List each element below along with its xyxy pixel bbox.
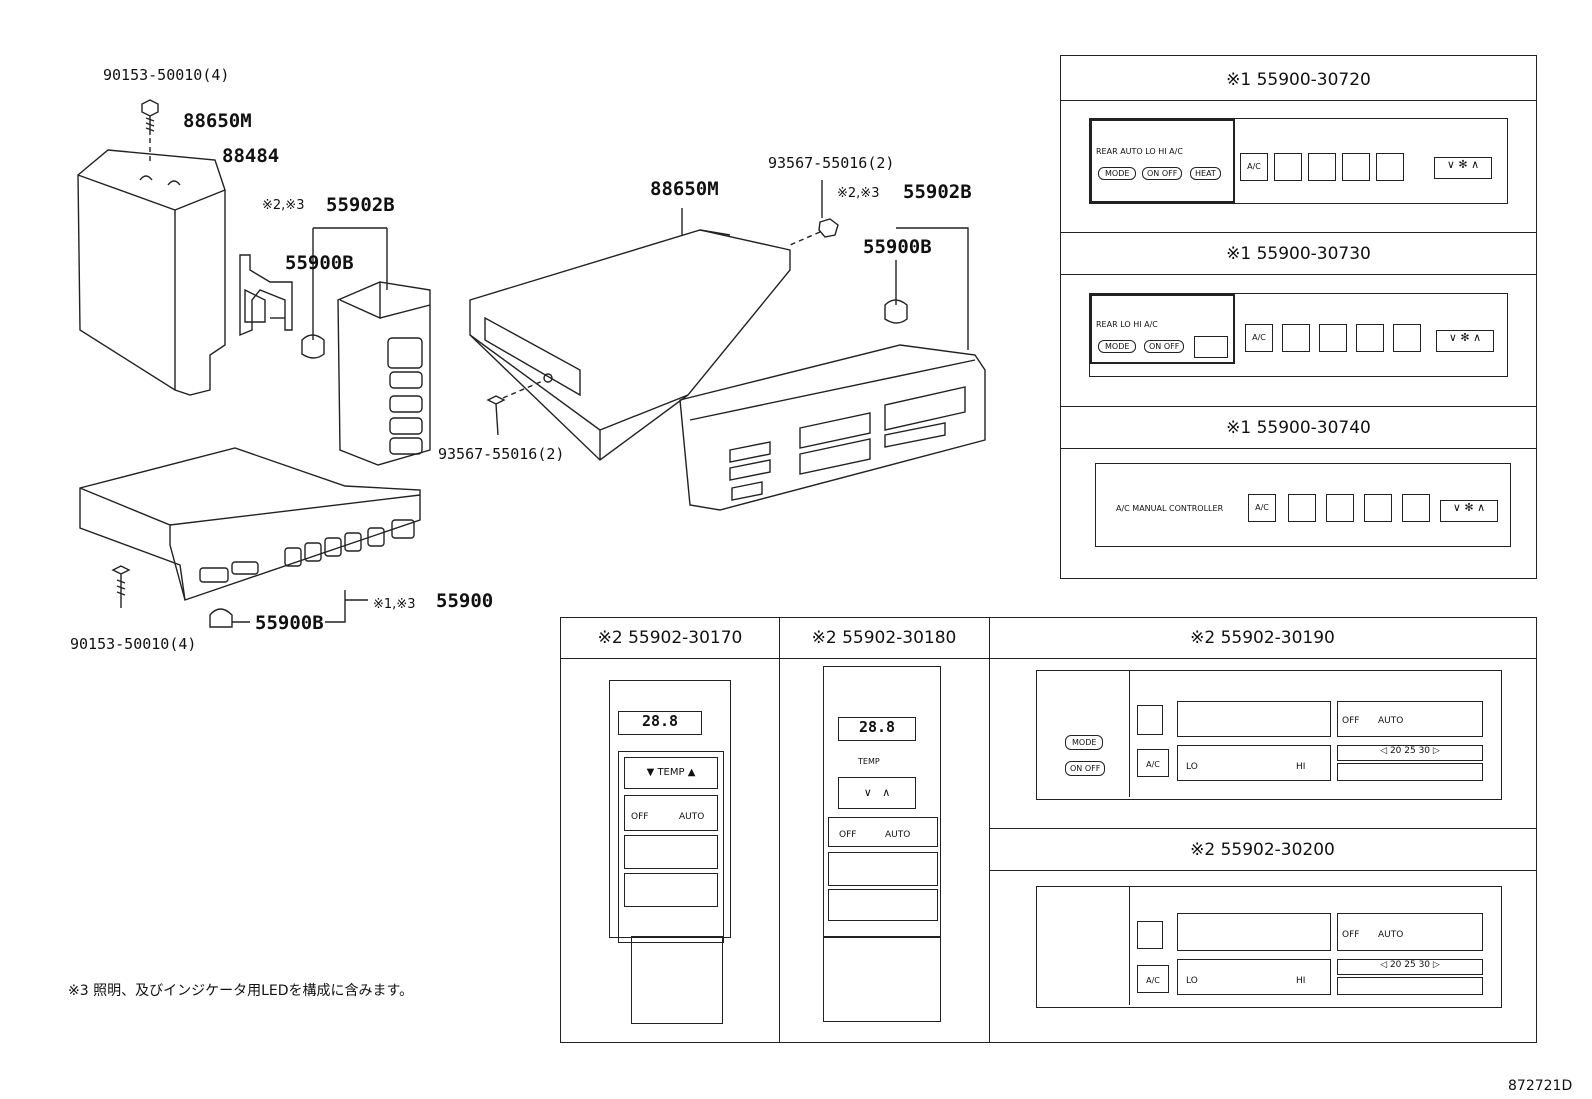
screw-center [486, 379, 546, 436]
callout-55900b-right: 55900B [863, 236, 932, 258]
variant-30720-label: ※1 55900-30720 [1226, 70, 1371, 90]
callout-55902b-right: 55902B [903, 181, 972, 203]
bulb-right [884, 260, 908, 324]
callout-88650m-center: 88650M [650, 178, 719, 200]
panel-30190: MODE ON OFF A/C LO HI OFF AUTO ◁ 20 25 3… [1036, 670, 1502, 800]
bulb-bottom [209, 608, 250, 628]
main-unit-bottom [79, 447, 421, 601]
callout-ref-right: ※2,※3 [837, 186, 880, 201]
screw-top [141, 99, 159, 165]
panel-30170: 28.8 ▼ TEMP ▲ OFF AUTO [609, 680, 731, 943]
callout-55902b-left: 55902B [326, 194, 395, 216]
variant-30180-label: ※2 55902-30180 [811, 628, 957, 648]
callout-screw-mid: 93567-55016(2) [438, 445, 565, 463]
callout-55900: 55900 [436, 590, 494, 612]
screw-right [789, 180, 839, 246]
callout-88484: 88484 [222, 145, 280, 167]
panel-30730: REAR LO HI A/C MODE ON OFF A/C ∨ ✻ ∧ [1089, 293, 1508, 377]
callout-55900b-bottom: 55900B [255, 612, 324, 634]
callout-ref-left: ※2,※3 [262, 198, 305, 213]
bulb-left [301, 310, 325, 359]
callout-88650m-left: 88650M [183, 110, 252, 132]
variant-30170-label: ※2 55902-30170 [597, 628, 743, 648]
bracket-box-left [77, 149, 226, 396]
front-panel-right [679, 344, 986, 511]
panel-30200: A/C LO HI OFF AUTO ◁ 20 25 30 ▷ [1036, 886, 1502, 1008]
variant-30730-label: ※1 55900-30730 [1226, 244, 1371, 264]
variant-30740-label: ※1 55900-30740 [1226, 418, 1371, 438]
vertical-panel-left [337, 281, 431, 466]
panel-30740: A/C MANUAL CONTROLLER A/C ∨ ✻ ∧ [1095, 463, 1511, 547]
variant-30200-label: ※2 55902-30200 [1190, 840, 1335, 860]
variant-table-bottom: ※2 55902-30170 ※2 55902-30180 ※2 55902-3… [560, 617, 1537, 1043]
callout-screw-right: 93567-55016(2) [768, 154, 895, 172]
variant-30190-label: ※2 55902-30190 [1190, 628, 1335, 648]
callout-screw-bottom: 90153-50010(4) [70, 635, 197, 653]
variant-table-right: ※1 55900-30720 ※1 55900-30730 ※1 55900-3… [1060, 55, 1537, 579]
drawing-id: 872721D [1508, 1078, 1573, 1094]
callout-screw-top: 90153-50010(4) [103, 66, 230, 84]
panel-30180: 28.8 TEMP ∨ ∧ OFF AUTO [823, 666, 941, 938]
screw-bottom [111, 565, 131, 608]
bracket-88484 [239, 254, 293, 337]
main-unit-center [469, 208, 791, 461]
callout-ref-unit: ※1,※3 [373, 597, 416, 612]
footnote: ※3 照明、及びインジケータ用LEDを構成に含みます。 [68, 983, 414, 999]
panel-30720: REAR AUTO LO HI A/C MODE ON OFF HEAT A/C… [1089, 118, 1508, 204]
callout-55900b-left: 55900B [285, 252, 354, 274]
